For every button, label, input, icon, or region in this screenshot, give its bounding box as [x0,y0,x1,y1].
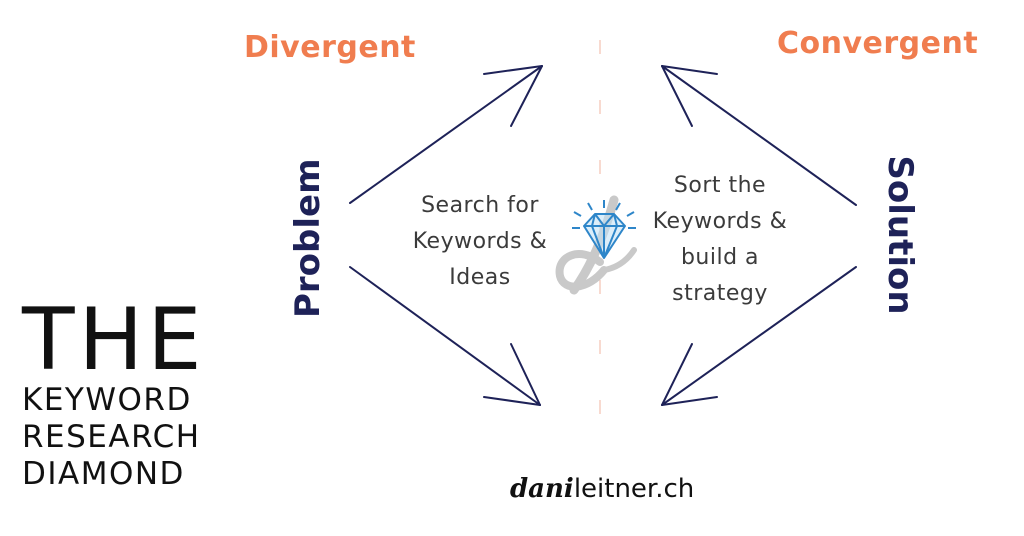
arrow-up-left [349,65,543,204]
arrow-down-left [349,266,541,406]
right-description-line: Keywords & [652,209,788,234]
title-line-diamond: DIAMOND [22,456,185,492]
main-title: THE KEYWORD RESEARCH DIAMOND [22,290,206,493]
brand-domain: leitner.ch [573,474,695,504]
problem-label: Problem [288,158,328,318]
brand-logo: danileitner.ch [510,474,694,504]
convergent-label: Convergent [777,26,979,61]
title-the: THE [22,290,206,390]
right-description: Sort the Keywords & build a strategy [640,168,800,312]
brand-dani: dani [510,474,574,504]
solution-label: Solution [880,155,920,315]
diamond-gem-icon [572,200,636,259]
divergent-label: Divergent [244,30,416,65]
right-description-line: Sort the [673,173,767,198]
dl-monogram-icon [555,195,637,295]
title-line-research: RESEARCH [22,419,201,455]
left-description-line: Search for [421,193,539,218]
arrow-down-right [661,266,857,406]
right-description-line: build a [680,245,760,270]
left-description: Search for Keywords & Ideas [405,188,555,296]
right-description-line: strategy [672,281,768,306]
title-line-keyword: KEYWORD [22,382,192,418]
left-description-line: Ideas [449,265,511,290]
left-description-line: Keywords & [412,229,548,254]
arrow-up-right [661,65,857,206]
